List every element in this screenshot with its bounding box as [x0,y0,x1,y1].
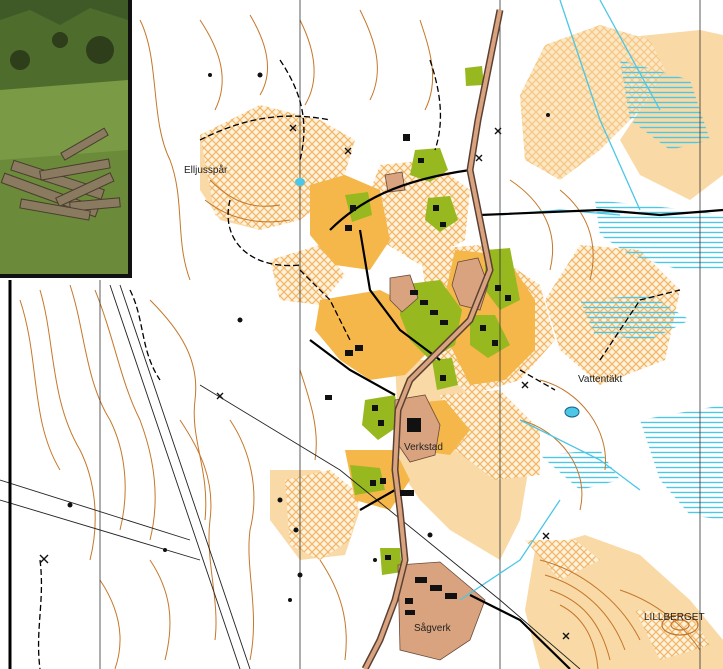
hill-top [661,614,699,636]
minor-roads [8,168,723,669]
point-features [39,124,570,640]
label-verkstad: Verkstad [404,442,443,453]
small-features [67,72,550,602]
label-elljusspar: Elljusspår [184,164,228,176]
inset-photo [0,0,132,278]
label-vattentakt: Vattentäkt [578,374,623,385]
north-lines [99,0,701,669]
label-lillberget: LILLBERGET [644,612,705,623]
buildings [325,134,511,615]
power-lines [0,284,581,669]
tracks [37,59,681,669]
marsh-areas [540,60,723,520]
main-road [361,9,504,669]
label-sagverk: Sågverk [414,622,452,634]
place-labels: Elljusspår Vattentäkt Verkstad Sågverk L… [184,164,705,634]
stacked-timber-photo [0,0,128,274]
contour-lines [19,9,701,669]
